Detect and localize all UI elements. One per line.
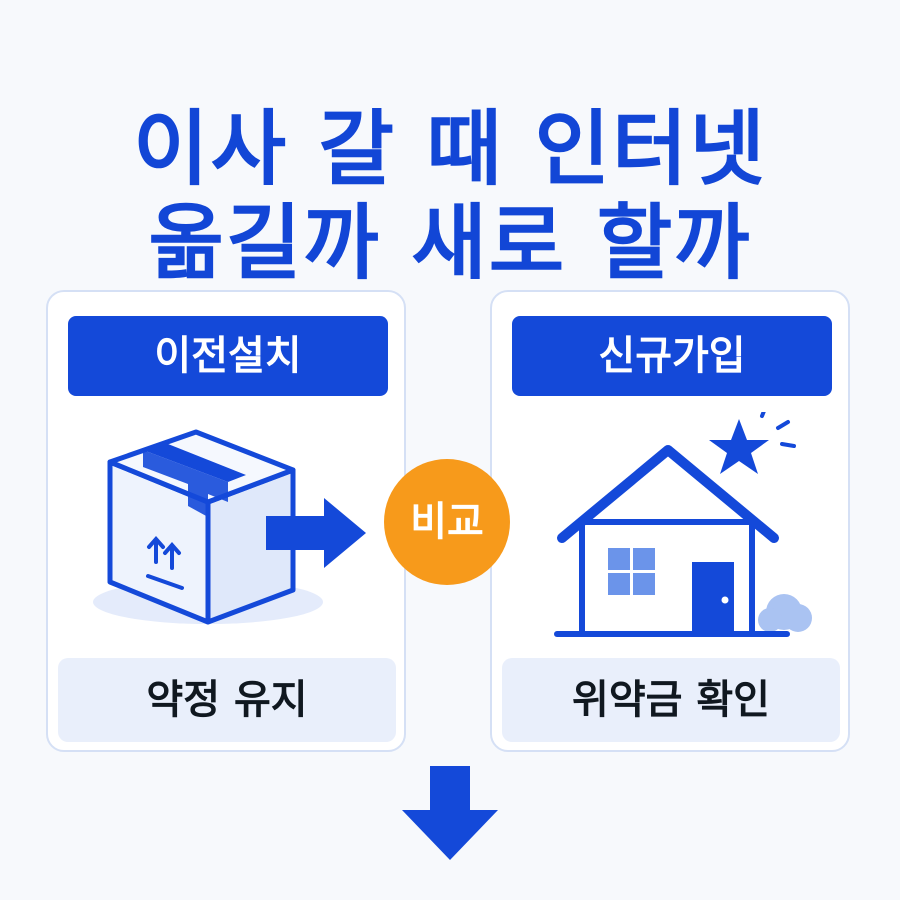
right-arrow-icon [266,498,366,568]
new-signup-label: 신규가입 [512,316,832,396]
transfer-install-label: 이전설치 [68,316,388,396]
down-arrow-icon [402,766,498,860]
title-line-1: 이사 갈 때 인터넷 [133,101,767,197]
moving-box-icon [93,429,366,625]
compare-badge: 비교 [384,459,510,585]
transfer-install-footer: 약정 유지 [58,658,396,742]
new-signup-card: 신규가입 위약금 확인 [490,290,850,752]
transfer-install-card: 이전설치 약정 유지 [46,290,406,752]
house-star-icon [554,412,812,637]
new-signup-footer: 위약금 확인 [502,658,840,742]
page-title: 이사 갈 때 인터넷 옮길까 새로 할까 [0,101,900,291]
title-line-2: 옮길까 새로 할까 [148,195,752,291]
